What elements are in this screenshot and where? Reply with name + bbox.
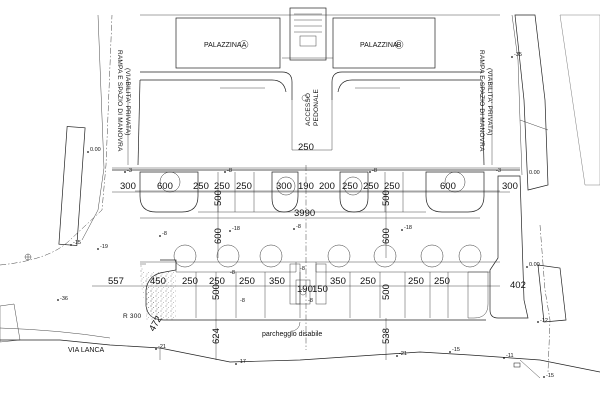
- svg-text:600: 600: [157, 181, 173, 192]
- svg-text:250: 250: [214, 181, 230, 192]
- svg-text:300: 300: [502, 181, 518, 192]
- building-b-name: PALAZZINA: [360, 42, 398, 49]
- dimension-lines: [92, 191, 510, 360]
- building-b-tag: B: [397, 42, 402, 49]
- svg-text:250: 250: [434, 276, 450, 287]
- svg-text:-8: -8: [296, 224, 301, 230]
- green-strip-right: [489, 175, 529, 319]
- svg-text:-8: -8: [240, 298, 245, 304]
- svg-text:-18: -18: [232, 226, 240, 232]
- top-row-dims: 300 600 250 250 250 300 190 200 250 250 …: [120, 181, 518, 192]
- svg-text:250: 250: [236, 181, 252, 192]
- svg-text:300: 300: [120, 181, 136, 192]
- neighbour-top-right: [514, 14, 549, 191]
- middle-gap-right: 600: [381, 228, 392, 244]
- parking-lower: [140, 244, 500, 321]
- radius-label: R 300: [123, 313, 142, 320]
- ramp-label-right: RAMPA E SPAZIO DI MANOVRA (VIABILITA' PR…: [478, 50, 493, 152]
- svg-text:-17: -17: [238, 359, 246, 365]
- svg-text:ACCESSO: ACCESSO: [305, 93, 312, 126]
- neighbour-bottom-left: [0, 303, 21, 343]
- access-width-dim: 250: [298, 142, 314, 153]
- svg-text:-8: -8: [308, 298, 313, 304]
- svg-text:557: 557: [108, 276, 124, 287]
- svg-text:450: 450: [150, 276, 166, 287]
- svg-text:250: 250: [182, 276, 198, 287]
- svg-text:250: 250: [239, 276, 255, 287]
- site-boundary-left: [0, 14, 113, 266]
- svg-text:150: 150: [312, 284, 328, 295]
- spot-markers: [57, 56, 545, 378]
- svg-text:-8: -8: [227, 168, 232, 174]
- svg-text:200: 200: [319, 181, 335, 192]
- svg-text:-8: -8: [300, 266, 305, 272]
- bottom-row-dims: 557 450 250 250 250 350 190 150 350 250 …: [108, 276, 526, 295]
- svg-text:0.00: 0.00: [90, 147, 101, 153]
- bottom-gap-left: 624: [211, 328, 222, 344]
- svg-text:-15: -15: [452, 347, 460, 353]
- neighbour-far-right: [559, 14, 600, 186]
- svg-text:-8: -8: [162, 231, 167, 237]
- svg-text:PEDONALE: PEDONALE: [313, 89, 320, 126]
- svg-text:-3: -3: [127, 168, 132, 174]
- svg-text:250: 250: [384, 181, 400, 192]
- svg-text:190: 190: [297, 284, 313, 295]
- stair-core: [282, 7, 333, 61]
- svg-text:402: 402: [510, 280, 526, 291]
- upper-depth-left: 500: [213, 190, 224, 206]
- svg-text:190: 190: [298, 181, 314, 192]
- road-edge: [0, 327, 600, 379]
- svg-text:250: 250: [209, 276, 225, 287]
- ramp-label-left: RAMPA E SPAZIO DI MANOVRA (VIABILITA' PR…: [116, 50, 131, 152]
- svg-text:250: 250: [342, 181, 358, 192]
- svg-text:-15: -15: [546, 373, 554, 379]
- svg-text:250: 250: [363, 181, 379, 192]
- parking-upper: [112, 167, 520, 213]
- svg-text:-21: -21: [399, 351, 407, 357]
- svg-text:-8: -8: [230, 270, 235, 276]
- svg-text:600: 600: [440, 181, 456, 192]
- building-b: PALAZZINA B: [332, 17, 436, 69]
- svg-text:350: 350: [269, 276, 285, 287]
- svg-text:(VIABILITA' PRIVATA): (VIABILITA' PRIVATA): [486, 68, 493, 136]
- neighbour-right: [537, 264, 567, 323]
- svg-text:-36: -36: [60, 296, 68, 302]
- svg-text:-18: -18: [404, 225, 412, 231]
- svg-text:-11: -11: [506, 353, 514, 359]
- lower-depth-right: 500: [381, 284, 392, 300]
- svg-text:0.00: 0.00: [529, 262, 540, 268]
- bottom-gap-right: 538: [381, 328, 392, 344]
- upper-depth-right: 500: [381, 190, 392, 206]
- svg-text:0.00: 0.00: [529, 170, 540, 176]
- svg-text:-12: -12: [540, 318, 548, 324]
- svg-text:250: 250: [193, 181, 209, 192]
- svg-text:-15: -15: [73, 240, 81, 246]
- building-a-name: PALAZZINA: [204, 42, 242, 49]
- svg-text:RAMPA E SPAZIO DI MANOVRA: RAMPA E SPAZIO DI MANOVRA: [116, 50, 123, 152]
- svg-text:-3: -3: [496, 168, 501, 174]
- svg-text:(VIABILITA' PRIVATA): (VIABILITA' PRIVATA): [124, 68, 131, 136]
- middle-gap-left: 600: [213, 228, 224, 244]
- pedestrian-access-label: ACCESSO PEDONALE: [305, 89, 320, 126]
- svg-text:300: 300: [276, 181, 292, 192]
- svg-text:-35: -35: [514, 52, 522, 58]
- svg-text:250: 250: [360, 276, 376, 287]
- building-a-tag: A: [242, 42, 247, 49]
- svg-text:-19: -19: [100, 244, 108, 250]
- neighbour-left: [58, 126, 86, 246]
- disabled-parking-label: parcheggio disabile: [262, 331, 322, 338]
- svg-text:350: 350: [330, 276, 346, 287]
- ramp-area: [127, 70, 493, 166]
- svg-text:-21: -21: [158, 344, 166, 350]
- road-name: VIA LANCA: [68, 347, 105, 354]
- svg-text:RAMPA E SPAZIO DI MANOVRA: RAMPA E SPAZIO DI MANOVRA: [478, 50, 485, 152]
- svg-text:250: 250: [408, 276, 424, 287]
- total-width-dim: 3990: [294, 208, 315, 219]
- spot-levels: 0.00 0.00 -3 -8 -8 -18 -8 -8 -18 -8 -8 -…: [60, 52, 554, 379]
- building-a: PALAZZINA A: [175, 17, 281, 69]
- svg-text:-8: -8: [372, 168, 377, 174]
- lower-depth-left: 500: [211, 284, 222, 300]
